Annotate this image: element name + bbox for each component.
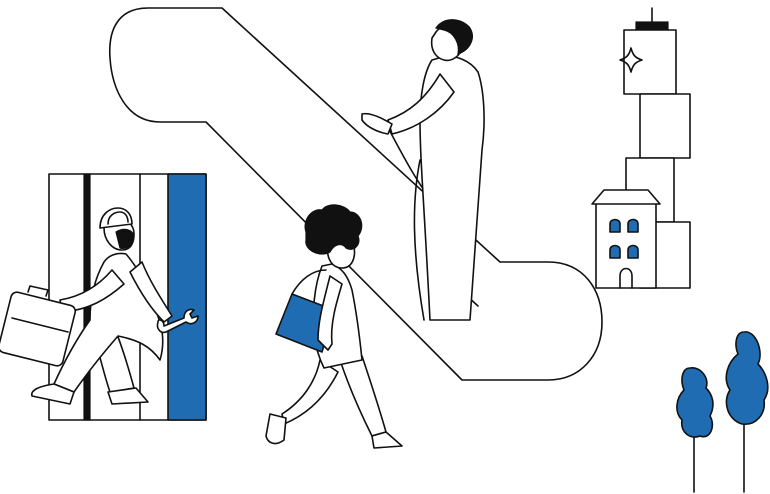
window-3 (609, 244, 621, 259)
bag-strap (291, 269, 327, 295)
technician-body (53, 252, 164, 393)
small-building-door (619, 267, 633, 289)
small-building-body (595, 201, 657, 289)
technician-hair (115, 228, 135, 249)
small-building-roof (591, 189, 661, 205)
elevator-door-blue (167, 173, 207, 421)
person-riding (361, 19, 485, 321)
window-1 (609, 218, 621, 233)
walker-curly-hair (304, 204, 363, 255)
walker-back-leg (281, 359, 339, 425)
trees (676, 331, 769, 493)
rider-hand (361, 112, 393, 135)
toolbox-lid-line (11, 317, 69, 333)
walker-front-shoe (371, 431, 403, 449)
toolbox-body (0, 291, 77, 367)
technician-right-arm (129, 261, 173, 323)
technician (31, 207, 173, 405)
toolbox-handle (27, 285, 49, 297)
walker-front-leg (339, 355, 387, 437)
rider-leg-line (413, 159, 425, 321)
toolbox-icon (0, 285, 77, 367)
technician-front-shoe (31, 383, 75, 405)
window-2 (627, 218, 639, 233)
tree-1-canopy (676, 367, 714, 438)
skyscraper-middle-block (639, 93, 691, 159)
rider-arm (387, 73, 455, 135)
walker-back-shoe (265, 413, 287, 445)
technician-back-shoe (107, 387, 149, 405)
skyscraper-roof-cap (635, 21, 669, 31)
sparkle-icon (619, 47, 643, 73)
rider-hair (435, 19, 473, 55)
skyscraper-top-block (623, 29, 677, 95)
wrench-icon (156, 308, 199, 334)
small-building (591, 189, 661, 289)
hard-hat-ridge (107, 211, 129, 225)
walker-arm (317, 275, 343, 351)
wrench-shape (156, 308, 199, 334)
escalator-outline (108, 7, 603, 381)
window-4 (627, 244, 639, 259)
tree-2-canopy (725, 331, 769, 425)
walker (265, 204, 403, 449)
